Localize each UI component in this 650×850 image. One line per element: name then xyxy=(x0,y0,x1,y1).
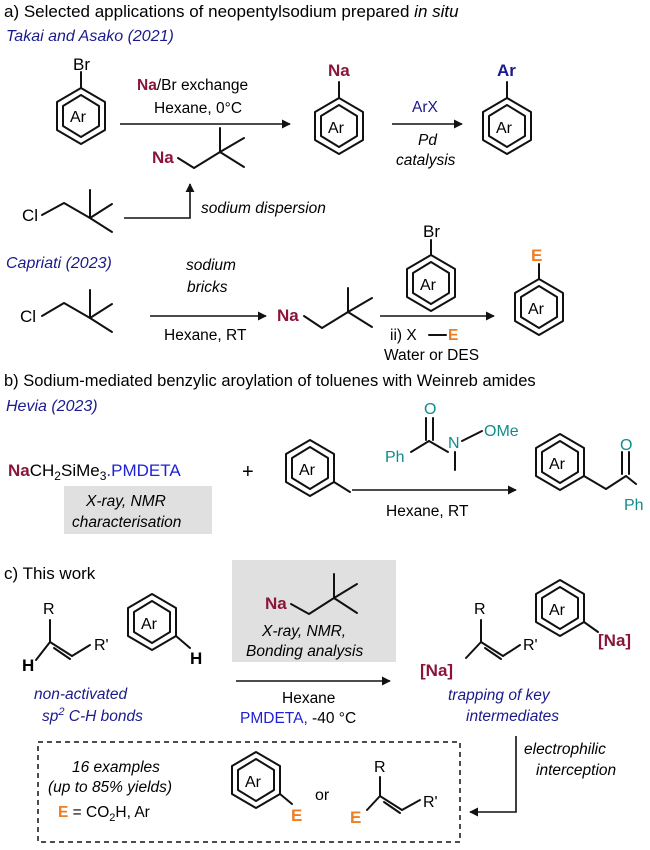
plus-sign: + xyxy=(242,461,254,483)
metalation-conditions: PMDETA, -40 °C xyxy=(240,710,356,727)
phenyl-label: Ph xyxy=(385,449,405,466)
reference-hevia: Hevia (2023) xyxy=(6,398,98,415)
aryl-ring-label: Ar xyxy=(549,456,566,473)
trapping-label-2: intermediates xyxy=(466,708,559,725)
electrophile-label: E xyxy=(291,806,302,825)
interception-arrow xyxy=(469,736,517,817)
aryl-ring-label: Ar xyxy=(496,120,513,137)
scope-examples: 16 examples xyxy=(72,759,160,776)
exchange-solvent: Hexane, 0°C xyxy=(154,100,242,117)
neopentylsodium-structure-2: Na xyxy=(277,287,373,329)
chlorine-label: Cl xyxy=(20,307,36,326)
substituent-r-label: R xyxy=(43,601,55,618)
aryl-substituent-label: Ar xyxy=(497,61,516,80)
carbonyl-oxygen-label: O xyxy=(620,437,632,454)
sodium-bracket-label: [Na] xyxy=(420,661,453,680)
section-c-heading: c) This work xyxy=(4,564,96,583)
interception-label-1: electrophilic xyxy=(524,741,606,758)
substituent-rp-label: R' xyxy=(94,637,109,654)
substituent-rp-label: R' xyxy=(423,794,438,811)
quench-step: ii) X xyxy=(390,327,417,344)
sodium-label: Na xyxy=(152,148,174,167)
biaryl-product-structure: Ar Ar xyxy=(482,61,532,155)
substrate-label-1: non-activated xyxy=(34,686,128,703)
functionalised-alkene-structure: R E R' xyxy=(350,759,438,827)
bricks-label-2: bricks xyxy=(187,279,228,296)
aryl-ring-label: Ar xyxy=(141,616,158,633)
sodium-bracket-label: [Na] xyxy=(598,631,631,650)
coupling-catalyst-pd: Pd xyxy=(418,132,438,149)
nitrogen-label: N xyxy=(448,435,460,452)
hydrogen-label: H xyxy=(22,656,34,675)
arene-substrate-structure: H Ar xyxy=(127,593,202,668)
interception-label-2: interception xyxy=(536,762,616,779)
quench-solvent: Water or DES xyxy=(384,347,479,364)
substituent-r-label: R xyxy=(474,601,486,618)
scope-yields: (up to 85% yields) xyxy=(48,779,172,796)
box-analysis-line-2: Bonding analysis xyxy=(246,643,363,660)
section-a-heading: a) Selected applications of neopentylsod… xyxy=(4,2,459,21)
toluene-structure: Ar xyxy=(285,439,351,497)
section-b-heading: b) Sodium-mediated benzylic aroylation o… xyxy=(4,372,536,390)
neopentylsodium-structure-3: Na xyxy=(265,573,358,615)
scope-electrophiles: E = CO2H, Ar xyxy=(58,804,150,824)
aryl-ring-label: Ar xyxy=(328,120,345,137)
chlorine-label: Cl xyxy=(22,206,38,225)
aroylation-conditions: Hexane, RT xyxy=(386,503,469,520)
bricks-label-1: sodium xyxy=(186,257,236,274)
reference-capriati: Capriati (2023) xyxy=(6,255,112,272)
sodium-reagent-formula: NaCH2SiMe3.PMDETA xyxy=(8,461,181,483)
sodium-label: Na xyxy=(328,61,350,80)
methoxy-label: OMe xyxy=(484,423,519,440)
aryl-ring-label: Ar xyxy=(549,602,566,619)
substituent-rp-label: R' xyxy=(523,637,538,654)
sodium-label: Na xyxy=(277,306,299,325)
characterisation-line-2: characterisation xyxy=(72,514,181,531)
bromine-label: Br xyxy=(73,55,90,74)
aryl-ring-label: Ar xyxy=(299,462,316,479)
characterisation-box xyxy=(64,486,212,534)
neopentyl-chloride-structure: Cl xyxy=(22,189,113,233)
electrophile-label: E xyxy=(531,246,542,265)
exchange-conditions: Na/Br exchange xyxy=(137,77,248,94)
phenyl-label: Ph xyxy=(624,497,644,514)
substituent-r-label: R xyxy=(374,759,386,776)
sodium-label: Na xyxy=(265,594,287,613)
characterisation-line-1: X-ray, NMR xyxy=(85,493,166,510)
aryl-ring-label: Ar xyxy=(70,109,87,126)
aryl-ring-label: Ar xyxy=(245,774,262,791)
substrate-label-2: sp2 C-H bonds xyxy=(42,706,143,725)
benzyl-ketone-structure: Ar O Ph xyxy=(535,433,644,514)
or-label: or xyxy=(315,787,330,804)
bromine-label: Br xyxy=(423,222,440,241)
hydrogen-label: H xyxy=(190,649,202,668)
carbonyl-oxygen-label: O xyxy=(424,401,436,418)
reference-takai-asako: Takai and Asako (2021) xyxy=(6,28,174,45)
metalation-solvent: Hexane xyxy=(282,690,335,707)
functionalised-arene-structure: E Ar xyxy=(514,246,564,336)
aryl-bromide-structure: Br Ar xyxy=(56,55,106,145)
aryl-bromide-structure-2: Br Ar xyxy=(406,222,456,312)
coupling-reagent: ArX xyxy=(412,99,439,116)
aryl-ring-label: Ar xyxy=(420,277,437,294)
box-analysis-line-1: X-ray, NMR, xyxy=(261,623,346,640)
scope-summary-box xyxy=(37,741,461,843)
dispersion-label: sodium dispersion xyxy=(201,200,326,217)
weinreb-amide-structure: O Ph N OMe xyxy=(385,401,519,471)
electrophile-label: E xyxy=(448,327,458,344)
trapping-label-1: trapping of key xyxy=(448,687,551,704)
neopentylsodium-structure: Na xyxy=(152,127,245,169)
alkene-substrate-structure: R H R' xyxy=(22,601,109,675)
alkenyl-sodium-structure: R [Na] R' xyxy=(420,601,538,680)
aryl-ring-label: Ar xyxy=(528,301,545,318)
bricks-conditions: Hexane, RT xyxy=(164,327,247,344)
aryl-sodium-structure: Na Ar xyxy=(314,61,364,155)
functionalised-arene-structure-2: E Ar xyxy=(231,751,302,825)
aryl-sodium-structure-2: [Na] Ar xyxy=(535,579,631,650)
electrophile-label: E xyxy=(350,808,361,827)
coupling-catalyst-label: catalysis xyxy=(396,152,456,169)
neopentyl-chloride-structure-2: Cl xyxy=(20,289,113,333)
dispersion-arrow xyxy=(124,183,195,219)
